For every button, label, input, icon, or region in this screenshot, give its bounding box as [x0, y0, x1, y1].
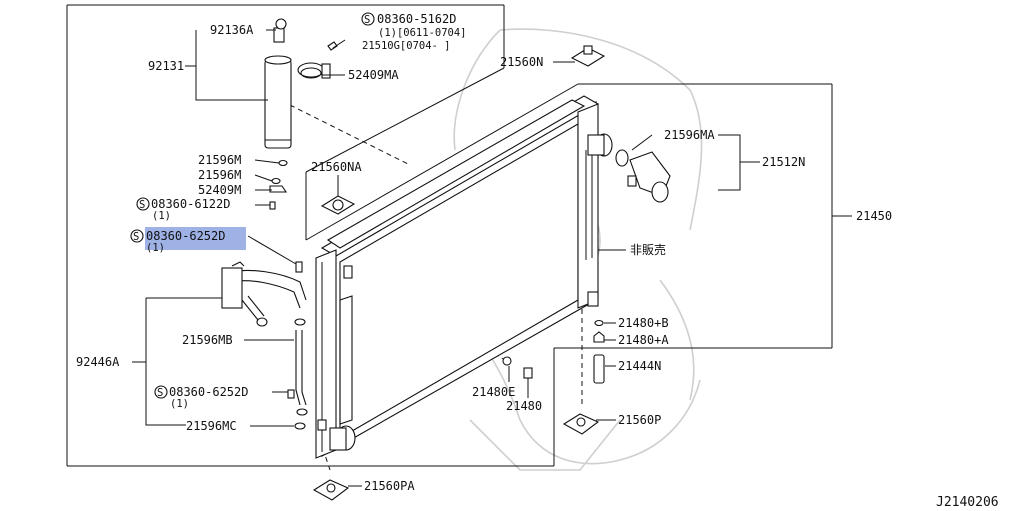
leader-lines — [132, 29, 852, 487]
label-21560PA[interactable]: 21560PA — [364, 479, 415, 493]
label-21510G[interactable]: 21510G[0704- ] — [362, 40, 451, 52]
label-21512N[interactable]: 21512N — [762, 155, 805, 169]
radiator — [315, 95, 613, 459]
label-21596M-b[interactable]: 21596M — [198, 168, 241, 182]
label-08360-5162D-note: (1)[0611-0704] — [378, 27, 467, 39]
svg-text:S: S — [157, 387, 163, 399]
footer-diagram-code: J2140206 — [936, 495, 999, 510]
receiver-drier — [264, 18, 292, 149]
label-08360-6252D[interactable]: 08360-6252D — [146, 229, 225, 243]
label-21450[interactable]: 21450 — [856, 209, 892, 223]
screw-symbol-4: S — [154, 385, 168, 399]
label-52409MA[interactable]: 52409MA — [348, 68, 399, 82]
label-21596MA[interactable]: 21596MA — [664, 128, 715, 142]
label-08360-6252D-2[interactable]: 08360-6252D — [169, 385, 248, 399]
label-not-for-sale: 非販売 — [630, 242, 666, 257]
label-92446A[interactable]: 92446A — [76, 355, 120, 369]
screw-symbol-3: S — [130, 229, 144, 243]
drier-bracket-clamp — [297, 41, 338, 79]
label-21560NA[interactable]: 21560NA — [311, 160, 362, 174]
label-21596M-a[interactable]: 21596M — [198, 153, 241, 167]
mount-pads — [312, 45, 606, 501]
label-08360-6122D[interactable]: 08360-6122D — [151, 197, 230, 211]
label-08360-6122D-qty: (1) — [152, 210, 171, 222]
label-92131[interactable]: 92131 — [148, 59, 184, 73]
ac-pipe-assembly — [221, 261, 308, 430]
label-08360-6252D-2-qty: (1) — [170, 398, 189, 410]
part-labels: 92136A 92131 08360-5162D (1)[0611-0704] … — [76, 12, 999, 510]
frame-lines — [66, 4, 833, 471]
label-21596MC[interactable]: 21596MC — [186, 419, 237, 433]
label-08360-5162D[interactable]: 08360-5162D — [377, 12, 456, 26]
label-52409M[interactable]: 52409M — [198, 183, 241, 197]
label-21480[interactable]: 21480 — [506, 399, 542, 413]
svg-text:S: S — [364, 14, 370, 26]
svg-text:S: S — [139, 199, 145, 211]
small-orings — [269, 159, 303, 273]
label-08360-6252D-qty: (1) — [146, 242, 165, 254]
label-21560P[interactable]: 21560P — [618, 413, 661, 427]
screw-symbol-1: S — [361, 12, 375, 26]
selected-part-highlight — [145, 227, 246, 250]
label-21444N[interactable]: 21444N — [618, 359, 661, 373]
label-21560N[interactable]: 21560N — [500, 55, 543, 69]
screw-symbol-2: S — [136, 197, 150, 211]
label-92136A[interactable]: 92136A — [210, 23, 254, 37]
upper-hose-connector — [615, 149, 671, 203]
label-21480A[interactable]: 21480+A — [618, 333, 669, 347]
svg-text:S: S — [133, 231, 139, 243]
label-21480B[interactable]: 21480+B — [618, 316, 669, 330]
label-21480E[interactable]: 21480E — [472, 385, 515, 399]
label-21596MB[interactable]: 21596MB — [182, 333, 233, 347]
